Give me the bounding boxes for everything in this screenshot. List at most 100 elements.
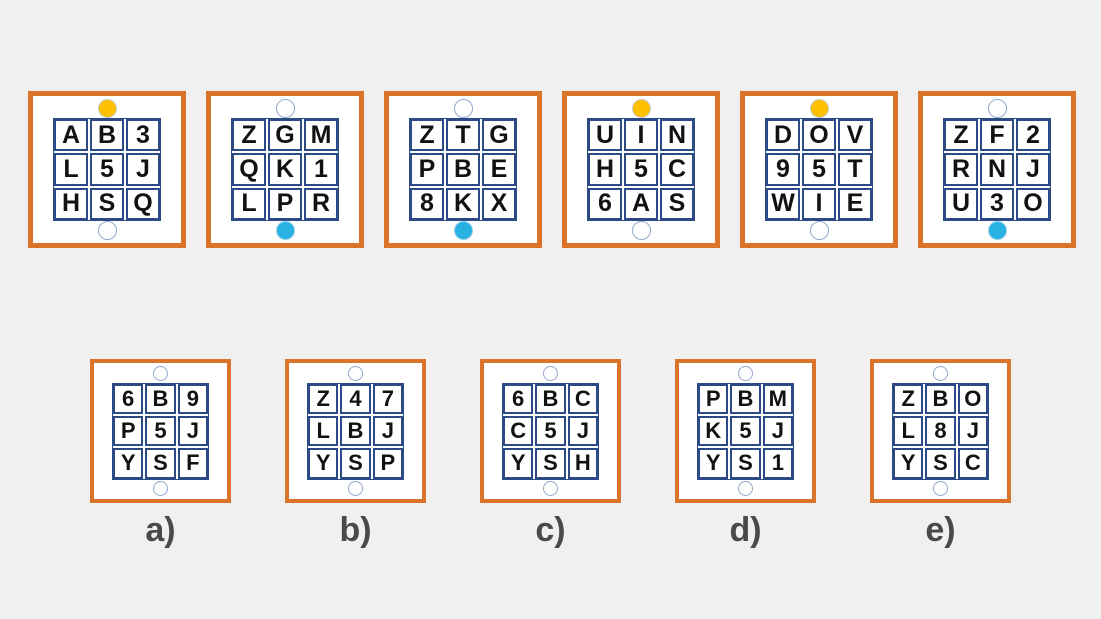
yellow-dot-icon: [631, 99, 651, 118]
letter-grid: Z 4 7 L B J Y S P: [307, 382, 404, 480]
letter-grid: U I N H 5 C 6 A S: [587, 118, 695, 221]
grid-cell: 5: [802, 153, 836, 186]
puzzle-tile-wrap: A B 3 L 5 J H S Q: [28, 91, 186, 248]
grid-cell: L: [308, 415, 339, 447]
grid-cell: Z: [944, 119, 978, 152]
empty-dot-icon: [631, 221, 651, 240]
letter-grid: P B M K 5 J Y S 1: [697, 382, 794, 480]
grid-cell: Q: [232, 153, 266, 186]
grid-cell: Y: [308, 448, 339, 479]
empty-dot-icon: [348, 366, 363, 381]
grid-cell: I: [624, 119, 658, 152]
grid-cell: J: [957, 415, 988, 447]
empty-dot-icon: [738, 366, 753, 381]
grid-cell: B: [446, 153, 480, 186]
sequence-box-1: A B 3 L 5 J H S Q: [28, 91, 186, 248]
grid-cell: 5: [90, 153, 124, 186]
letter-grid: 6 B 9 P 5 J Y S F: [112, 382, 209, 480]
option-box-a[interactable]: 6 B 9 P 5 J Y S F: [90, 359, 231, 503]
grid-cell: 8: [925, 415, 956, 447]
grid-cell: E: [838, 187, 872, 220]
puzzle-tile-wrap: D O V 9 5 T W I E: [740, 91, 898, 248]
grid-cell: B: [90, 119, 124, 152]
letter-grid: D O V 9 5 T W I E: [765, 118, 873, 221]
sequence-box-2: Z G M Q K 1 L P R: [206, 91, 364, 248]
grid-cell: S: [925, 448, 956, 479]
puzzle-tile-wrap: Z F 2 R N J U 3 O: [918, 91, 1076, 248]
grid-cell: B: [730, 383, 761, 414]
grid-cell: V: [838, 119, 872, 152]
grid-cell: U: [588, 119, 622, 152]
grid-cell: J: [126, 153, 160, 186]
grid-cell: M: [304, 119, 338, 152]
answer-options-row: 6 B 9 P 5 J Y S F a) Z 4 7 L B J: [90, 359, 1011, 550]
grid-cell: A: [624, 187, 658, 220]
grid-cell: P: [698, 383, 729, 414]
grid-cell: 5: [624, 153, 658, 186]
sequence-box-3: Z T G P B E 8 K X: [384, 91, 542, 248]
grid-cell: J: [567, 415, 598, 447]
grid-cell: T: [838, 153, 872, 186]
blue-dot-icon: [275, 221, 295, 240]
empty-dot-icon: [933, 481, 948, 496]
grid-cell: E: [482, 153, 516, 186]
grid-cell: P: [410, 153, 444, 186]
grid-cell: Y: [113, 448, 144, 479]
letter-grid: Z F 2 R N J U 3 O: [943, 118, 1051, 221]
grid-cell: P: [113, 415, 144, 447]
yellow-dot-icon: [97, 99, 117, 118]
letter-grid: 6 B C C 5 J Y S H: [502, 382, 599, 480]
grid-cell: 1: [762, 448, 793, 479]
option-label: e): [925, 511, 956, 549]
empty-dot-icon: [987, 99, 1007, 118]
puzzle-tile-wrap: Z G M Q K 1 L P R: [206, 91, 364, 248]
empty-dot-icon: [153, 481, 168, 496]
grid-cell: O: [802, 119, 836, 152]
grid-cell: F: [980, 119, 1014, 152]
sequence-box-4: U I N H 5 C 6 A S: [562, 91, 720, 248]
puzzle-tile-wrap: Z T G P B E 8 K X: [384, 91, 542, 248]
grid-cell: 8: [410, 187, 444, 220]
grid-cell: R: [304, 187, 338, 220]
grid-cell: P: [268, 187, 302, 220]
option-box-b[interactable]: Z 4 7 L B J Y S P: [285, 359, 426, 503]
grid-cell: N: [660, 119, 694, 152]
grid-cell: H: [588, 153, 622, 186]
empty-dot-icon: [809, 221, 829, 240]
grid-cell: J: [177, 415, 208, 447]
grid-cell: 9: [177, 383, 208, 414]
grid-cell: C: [503, 415, 534, 447]
grid-cell: H: [54, 187, 88, 220]
grid-cell: B: [535, 383, 566, 414]
grid-cell: 6: [113, 383, 144, 414]
option-box-e[interactable]: Z B O L 8 J Y S C: [870, 359, 1011, 503]
grid-cell: 3: [126, 119, 160, 152]
grid-cell: 6: [503, 383, 534, 414]
grid-cell: K: [268, 153, 302, 186]
grid-cell: K: [698, 415, 729, 447]
grid-cell: S: [730, 448, 761, 479]
grid-cell: S: [535, 448, 566, 479]
grid-cell: Q: [126, 187, 160, 220]
grid-cell: 5: [145, 415, 176, 447]
grid-cell: X: [482, 187, 516, 220]
grid-cell: A: [54, 119, 88, 152]
grid-cell: H: [567, 448, 598, 479]
grid-cell: S: [660, 187, 694, 220]
grid-cell: G: [268, 119, 302, 152]
blue-dot-icon: [987, 221, 1007, 240]
grid-cell: W: [766, 187, 800, 220]
empty-dot-icon: [275, 99, 295, 118]
grid-cell: C: [957, 448, 988, 479]
sequence-box-5: D O V 9 5 T W I E: [740, 91, 898, 248]
option-box-d[interactable]: P B M K 5 J Y S 1: [675, 359, 816, 503]
grid-cell: 5: [535, 415, 566, 447]
empty-dot-icon: [153, 366, 168, 381]
grid-cell: 7: [372, 383, 403, 414]
grid-cell: Z: [232, 119, 266, 152]
grid-cell: I: [802, 187, 836, 220]
grid-cell: 1: [304, 153, 338, 186]
option-box-c[interactable]: 6 B C C 5 J Y S H: [480, 359, 621, 503]
grid-cell: S: [145, 448, 176, 479]
grid-cell: S: [340, 448, 371, 479]
